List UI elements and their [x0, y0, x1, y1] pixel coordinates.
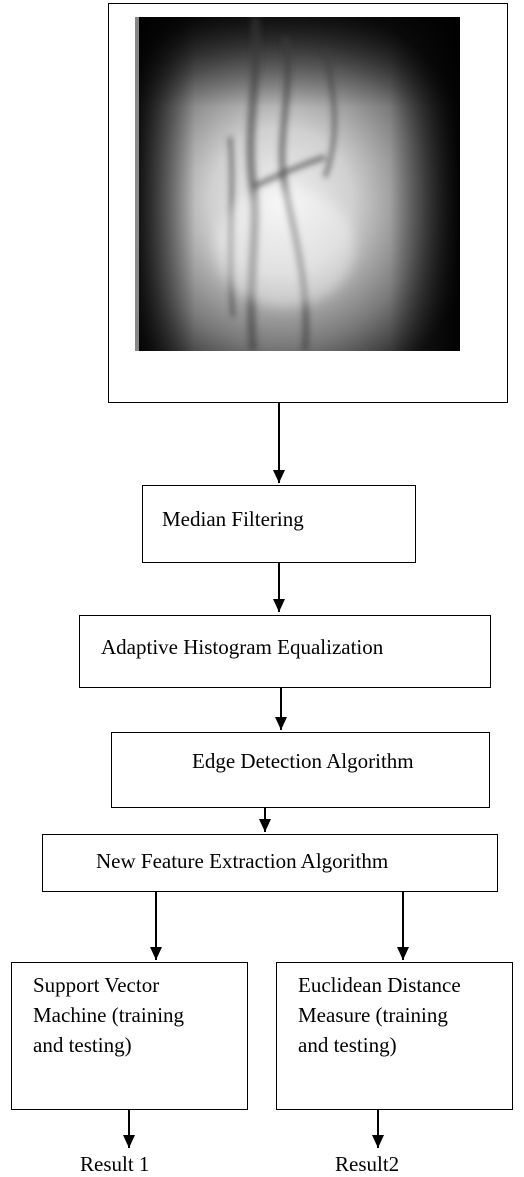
ahe-box: Adaptive Histogram Equalization: [79, 615, 491, 688]
ahe-label: Adaptive Histogram Equalization: [101, 635, 384, 659]
median-filtering-label: Median Filtering: [162, 507, 304, 531]
svm-box: Support Vector Machine (training and tes…: [11, 962, 248, 1110]
result-2-label: Result2: [335, 1152, 400, 1176]
finger-vein-image: [135, 17, 460, 351]
edge-detection-label: Edge Detection Algorithm: [192, 749, 414, 773]
feature-extraction-box: New Feature Extraction Algorithm: [42, 834, 498, 892]
euclidean-box: Euclidean Distance Measure (training and…: [276, 962, 513, 1110]
median-filtering-box: Median Filtering: [142, 485, 416, 563]
result-1-label: Result 1: [80, 1152, 150, 1176]
input-image-frame: [108, 3, 508, 403]
edge-detection-box: Edge Detection Algorithm: [111, 732, 490, 808]
feature-extraction-label: New Feature Extraction Algorithm: [96, 849, 389, 873]
euclidean-label: Euclidean Distance Measure (training and…: [298, 973, 461, 1057]
svm-label: Support Vector Machine (training and tes…: [33, 973, 185, 1057]
